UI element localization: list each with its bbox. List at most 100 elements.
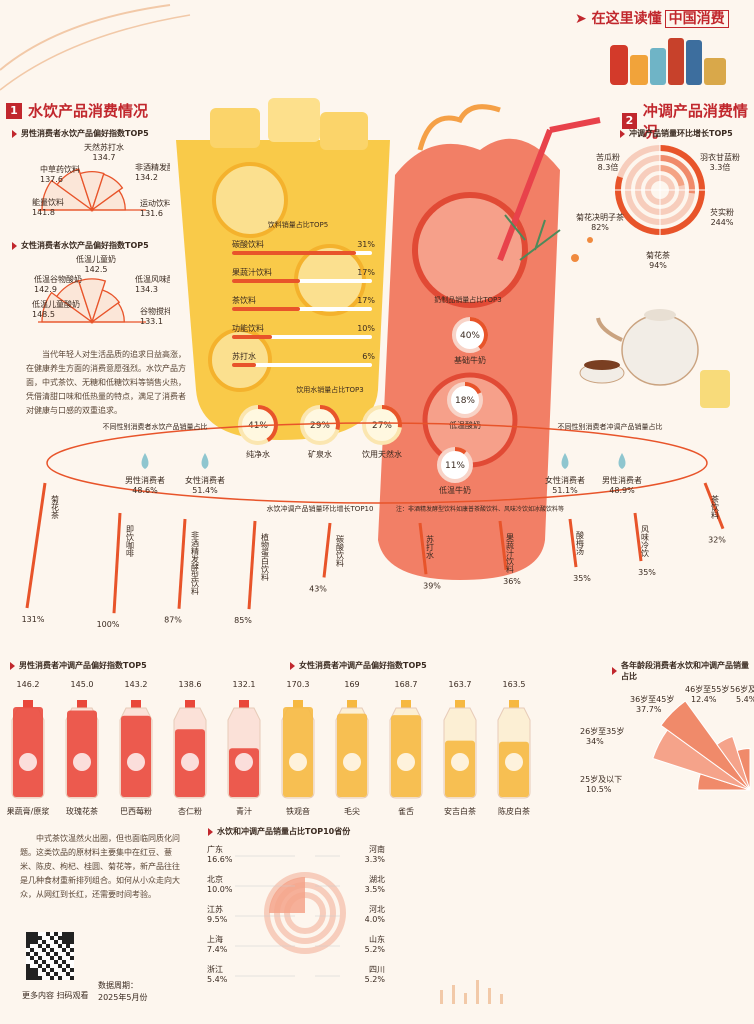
qr-pixel	[42, 960, 46, 964]
qr-pixel	[58, 932, 62, 936]
qr-pixel	[42, 956, 46, 960]
qr-pixel	[50, 952, 54, 956]
qr-pixel	[34, 948, 38, 952]
growth-top10-chart: 不同性别消费者水饮产品销量占比不同性别消费者冲调产品销量占比男性消费者48.6%…	[22, 422, 727, 629]
growth-category: 酸梅汤	[576, 530, 585, 556]
province-category: 河南	[369, 844, 385, 854]
qr-pixel	[46, 940, 50, 944]
fan-value-label: 137.6	[40, 175, 63, 184]
brew-growth-category: 羽衣甘蓝粉	[700, 152, 740, 162]
bottle-fill	[283, 707, 313, 797]
milk-ring-value: 40%	[460, 331, 480, 341]
age-slice	[716, 735, 751, 791]
qr-pixel	[58, 972, 62, 976]
qr-pixel	[62, 972, 66, 976]
qr-pixel	[46, 960, 50, 964]
qr-pixel	[38, 964, 42, 968]
qr-pixel	[54, 940, 58, 944]
male-water-title: 男性消费者水饮产品偏好指数TOP5	[12, 128, 149, 139]
qr-pixel	[30, 964, 34, 968]
qr-pixel	[62, 952, 66, 956]
qr-pixel	[30, 936, 34, 940]
qr-pixel	[34, 944, 38, 948]
fan-category-label: 低温谷物酸奶	[34, 274, 82, 284]
brew-category: 果蔬膏/原浆	[7, 806, 50, 815]
drink-sales-bar	[232, 363, 256, 367]
bottle-cap	[293, 700, 303, 708]
date-value: 2025年5月份	[98, 993, 148, 1002]
qr-pixel	[66, 948, 70, 952]
qr-pixel	[50, 932, 54, 936]
qr-pixel	[26, 932, 30, 936]
bottle-cap	[23, 700, 33, 708]
brew-growth-category: 菊花茶	[646, 250, 670, 260]
province-value: 5.4%	[207, 975, 228, 984]
bottle-label-circle	[127, 753, 145, 771]
growth-bar	[112, 512, 122, 614]
qr-pixel	[46, 952, 50, 956]
bottle-label-circle	[397, 753, 415, 771]
bottles-illustration	[610, 38, 726, 85]
qr-pixel	[58, 956, 62, 960]
qr-pixel	[42, 968, 46, 972]
qr-pixel	[34, 956, 38, 960]
qr-pixel	[58, 944, 62, 948]
female-water-chart: 低温儿童酸奶148.5低温谷物酸奶142.9低温儿童奶142.5低温风味酸奶13…	[32, 254, 170, 326]
fan-category-label: 低温儿童酸奶	[32, 299, 80, 309]
age-category: 46岁至55岁	[685, 684, 729, 694]
qr-code[interactable]	[26, 932, 74, 980]
fan-category-label: 天然苏打水	[84, 142, 124, 152]
qr-pixel	[58, 952, 62, 956]
qr-pixel	[50, 948, 54, 952]
qr-pixel	[70, 960, 74, 964]
drink-sales-category: 苏打水	[232, 351, 256, 361]
qr-pixel	[38, 936, 42, 940]
qr-pixel	[70, 952, 74, 956]
age-category: 56岁及以上	[730, 684, 754, 694]
qr-pixel	[38, 952, 42, 956]
qr-pixel	[66, 956, 70, 960]
drink-sales-category: 功能饮料	[232, 323, 264, 333]
qr-pixel	[38, 940, 42, 944]
qr-pixel	[38, 948, 42, 952]
qr-caption: 更多内容 扫码观看	[22, 991, 89, 1000]
province-category: 浙江	[207, 964, 223, 974]
qr-pixel	[38, 968, 42, 972]
qr-pixel	[62, 944, 66, 948]
qr-pixel	[54, 948, 58, 952]
water-ring-arc	[381, 405, 402, 428]
qr-pixel	[66, 968, 70, 972]
qr-pixel	[66, 940, 70, 944]
water-ring-arc	[319, 405, 340, 430]
qr-pixel	[46, 976, 50, 980]
brew-value: 170.3	[287, 680, 310, 689]
bottle-cap	[455, 700, 465, 708]
qr-pixel	[70, 972, 74, 976]
fan-slice	[90, 173, 124, 212]
qr-pixel	[58, 964, 62, 968]
qr-pixel	[54, 964, 58, 968]
qr-pixel	[58, 960, 62, 964]
province-category: 湖北	[369, 875, 385, 884]
qr-pixel	[38, 972, 42, 976]
fan-value-label: 142.5	[85, 265, 108, 274]
bottle-cap	[401, 700, 411, 708]
arrow-icon: ➤	[575, 11, 587, 27]
brew-category: 玫瑰花茶	[66, 806, 98, 815]
qr-pixel	[54, 952, 58, 956]
province-value: 16.6%	[207, 855, 233, 864]
gender-brew-title: 不同性别消费者冲调产品销量占比	[558, 422, 663, 431]
brew-category: 铁观音	[286, 806, 310, 815]
qr-pixel	[34, 960, 38, 964]
qr-pixel	[26, 960, 30, 964]
growth-bar	[418, 522, 428, 575]
bottle-cap	[131, 700, 141, 708]
province-chart: 广东16.6%北京10.0%江苏9.5%上海7.4%浙江5.4%河南3.3%湖北…	[207, 844, 385, 984]
qr-pixel	[66, 960, 70, 964]
fan-category-label: 非酒精发酵型饮料	[135, 162, 170, 172]
qr-pixel	[66, 952, 70, 956]
growth-bar	[703, 482, 725, 530]
water-ring-value: 27%	[372, 421, 392, 431]
water-ring-category: 纯净水	[246, 449, 270, 459]
